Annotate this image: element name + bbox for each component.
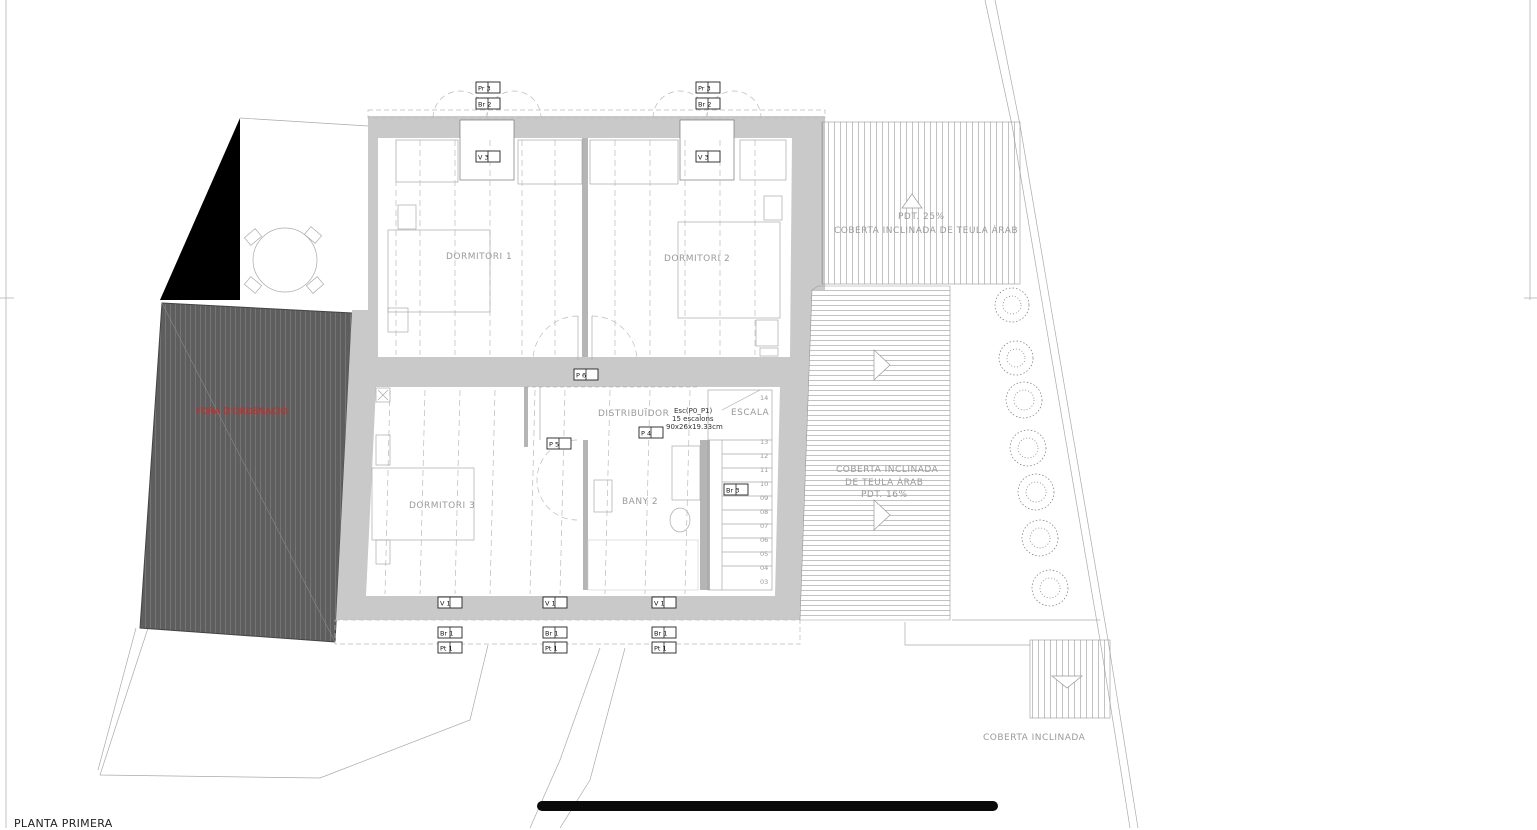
tag-text: P 5: [549, 441, 559, 449]
door-swings: [525, 315, 700, 521]
tag-text: Br 1: [440, 630, 453, 638]
home-indicator-bar[interactable]: [537, 801, 998, 811]
tag-text: P 6: [576, 372, 586, 380]
building-walls: [334, 109, 826, 645]
tag-p4: P 4: [638, 426, 664, 439]
stair-step-number: 06: [760, 536, 768, 544]
stair-step-number: 10: [760, 480, 768, 488]
stair-step-number: 08: [760, 508, 768, 516]
out-of-scope-label: FORA D'ORDENACIÓ: [196, 405, 287, 417]
tag-text: Pt 1: [654, 645, 667, 653]
staircase: [707, 389, 773, 591]
roof-small-bottom: [1029, 639, 1111, 719]
tag-p6: P 6: [573, 368, 599, 381]
tag-v1: V 1: [542, 596, 568, 609]
furniture: [371, 195, 783, 591]
tag-pr3: Pr 3: [475, 81, 501, 94]
stair-step-number: 14: [760, 394, 768, 402]
stair-step-number: 13: [760, 438, 768, 446]
tag-br1: Br 1: [437, 626, 463, 639]
tag-text: Br 1: [654, 630, 667, 638]
roof-top-right: [821, 121, 1021, 285]
tag-v3: V 3: [695, 150, 721, 163]
tag-text: P 4: [641, 430, 651, 438]
stair-note-line2: 15 escalons: [672, 415, 714, 423]
tag-p5: P 5: [546, 437, 572, 450]
tag-text: V 1: [545, 600, 556, 608]
tag-br1: Br 1: [651, 626, 677, 639]
room-label-dormitori-2: DORMITORI 2: [664, 254, 730, 264]
tag-text: Br 2: [698, 101, 711, 109]
tag-text: V 1: [654, 600, 665, 608]
tag-br2: Br 2: [695, 97, 721, 110]
stair-note-line3: 90x26x19.33cm: [666, 423, 723, 431]
roof-top-type: COBERTA INCLINADA DE TEULA ÀRAB: [834, 224, 1018, 236]
roof-mid-type-line2: DE TEULA ÀRAB: [845, 476, 923, 488]
stair-step-number: 11: [760, 466, 768, 474]
roof-mid-type-line1: COBERTA INCLINADA: [836, 465, 939, 475]
stair-step-number: 09: [760, 494, 768, 502]
tag-text: Br 3: [726, 487, 739, 495]
tag-br1: Br 1: [542, 626, 568, 639]
tag-text: Br 1: [545, 630, 558, 638]
roof-bottom-type: COBERTA INCLINADA: [983, 733, 1086, 743]
room-label-bany-2: BANY 2: [622, 497, 658, 507]
drawing-title: PLANTA PRIMERA: [14, 817, 113, 830]
tag-text: V 3: [698, 154, 709, 162]
tag-pt1: Pt 1: [651, 641, 677, 654]
tag-text: Pt 1: [440, 645, 453, 653]
tag-v3: V 3: [475, 150, 501, 163]
tag-text: Br 2: [478, 101, 491, 109]
stair-step-number: 03: [760, 578, 768, 586]
tag-text: Pt 1: [545, 645, 558, 653]
roof-top-slope: PDT. 25%: [898, 212, 945, 222]
stair-step-number: 07: [760, 522, 768, 530]
stair-step-number: 04: [760, 564, 768, 572]
stair-note-line1: Esc(P0_P1): [674, 407, 712, 415]
roof-middle-right: [799, 285, 951, 621]
stair-step-number: 12: [760, 452, 768, 460]
room-label-distribuidor: DISTRIBUÏDOR: [598, 408, 669, 419]
terrace-table: [243, 226, 325, 294]
shrub-planting: [994, 287, 1069, 607]
room-label-dormitori-3: DORMITORI 3: [409, 501, 475, 511]
tag-br3: Br 3: [723, 483, 749, 496]
tag-br2: Br 2: [475, 97, 501, 110]
out-of-scope-roof: [139, 302, 353, 643]
tag-text: V 3: [478, 154, 489, 162]
room-label-dormitori-1: DORMITORI 1: [446, 252, 512, 262]
room-label-escala: ESCALA: [731, 408, 770, 418]
element-tags: Pr 3 Br 2 V 3 Pr 3 Br 2 V 3 P 6 P 5 P 4 Br 3 V 1 Br…: [437, 81, 749, 654]
tag-text: Pr 3: [698, 85, 711, 93]
tag-v1: V 1: [651, 596, 677, 609]
tag-pr3: Pr 3: [695, 81, 721, 94]
ceiling-beams: [384, 140, 756, 595]
stair-step-number: 05: [760, 550, 768, 558]
stair-step-numbers: 14 13 12 11 10 09 08 07 06 05 04 03: [760, 394, 768, 586]
roof-mid-slope: PDT. 16%: [861, 490, 908, 500]
tag-pt1: Pt 1: [542, 641, 568, 654]
tag-text: V 1: [440, 600, 451, 608]
tag-v1: V 1: [437, 596, 463, 609]
tag-text: Pr 3: [478, 85, 491, 93]
tag-pt1: Pt 1: [437, 641, 463, 654]
